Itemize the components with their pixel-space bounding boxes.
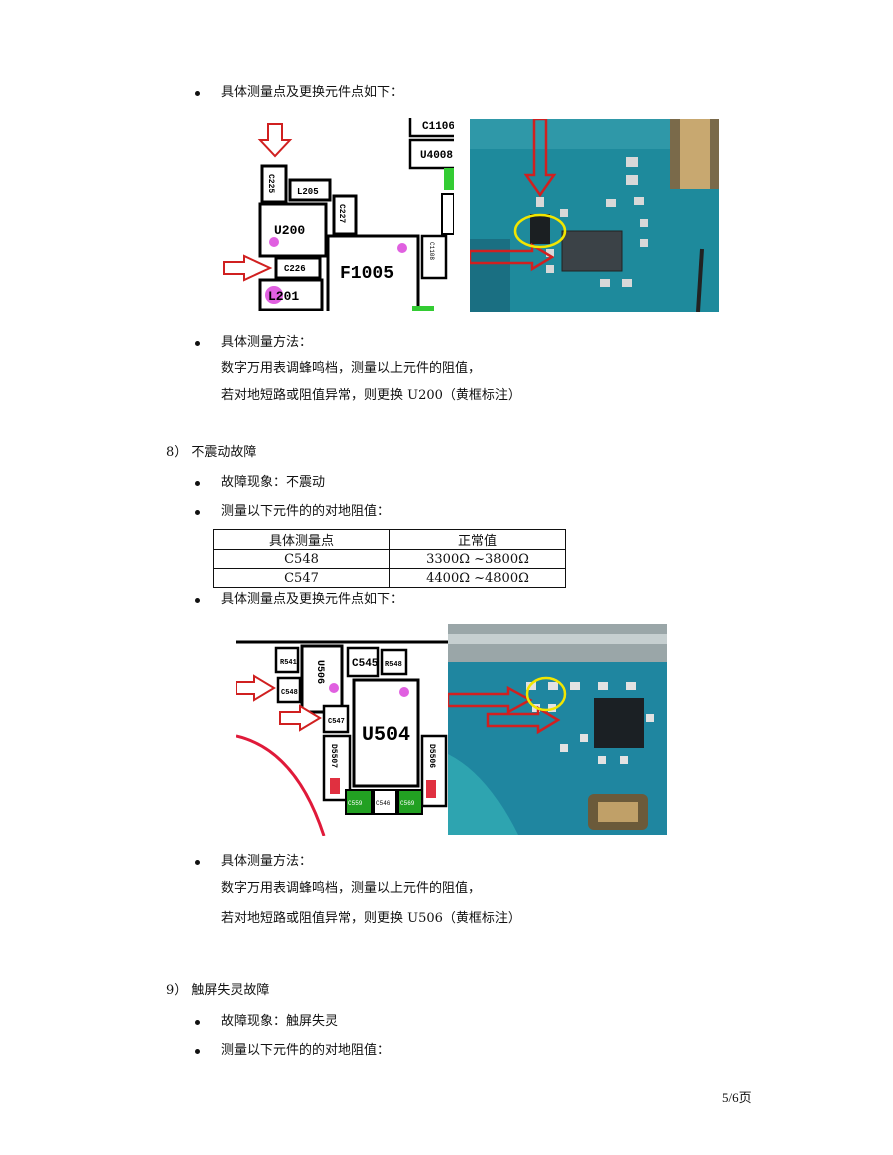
table-row: C547 4400Ω ~4800Ω (213, 568, 566, 588)
bullet (195, 860, 200, 865)
label-c225: C225 (266, 174, 275, 193)
arrow-down (257, 123, 293, 158)
symptom-9: 故障现象：触屏失灵 (221, 1014, 339, 1029)
measure-heading-8: 测量以下元件的的对地阻值： (221, 504, 391, 519)
bullet (195, 510, 200, 515)
comp-l205 (288, 178, 332, 202)
measure-heading-9: 测量以下元件的的对地阻值： (221, 1043, 391, 1058)
bullet (195, 598, 200, 603)
bullet (195, 1049, 200, 1054)
table-cell: C547 (213, 568, 390, 588)
photo-arrow-down (523, 119, 557, 198)
label-l205: L205 (297, 187, 319, 197)
table-row: C548 3300Ω ~3800Ω (213, 549, 566, 569)
section-9-title: 9） 触屏失灵故障 (166, 983, 270, 998)
label-r548: R548 (385, 661, 402, 669)
comp-u200 (258, 202, 328, 258)
photo-arrow-right (486, 705, 561, 735)
label-c1106: C1106 (422, 121, 454, 133)
label-d5506: D5506 (427, 744, 436, 768)
label-c545: C545 (352, 658, 379, 670)
label-l201: L201 (268, 289, 299, 304)
label-u506: U506 (314, 660, 325, 684)
comp-u4008 (408, 138, 454, 170)
symptom-8: 故障现象：不震动 (221, 475, 326, 490)
parts-heading-8: 具体测量点及更换元件点如下： (221, 592, 404, 607)
method-line-1-8: 数字万用表调蜂鸣档，测量以上元件的阻值， (221, 881, 482, 896)
label-d5507: D5507 (329, 744, 338, 768)
schematic-figure-1: C1106 U4008 C225 L205 C227 U200 F1005 C1… (222, 118, 454, 311)
parts-heading: 具体测量点及更换元件点如下： (221, 85, 404, 100)
table-cell: 3300Ω ~3800Ω (389, 549, 566, 569)
bullet (195, 481, 200, 486)
method-heading: 具体测量方法： (221, 335, 313, 350)
highlight-circle (513, 213, 567, 249)
label-u504: U504 (362, 724, 410, 747)
label-c546: C546 (376, 800, 391, 807)
method-heading-8: 具体测量方法： (221, 854, 313, 869)
comp-c225 (260, 164, 288, 204)
comp-c1108 (420, 234, 448, 280)
schematic-figure-2: R541 U506 C545 R548 C548 U504 C547 D5507… (236, 640, 448, 836)
table-cell: 4400Ω ~4800Ω (389, 568, 566, 588)
section-8-title: 8） 不震动故障 (166, 445, 257, 460)
arrow-right (223, 254, 273, 282)
pcb-photo-1 (470, 119, 719, 312)
label-c569: C569 (400, 800, 415, 807)
label-c547: C547 (328, 718, 345, 726)
method-line-2-8: 若对地短路或阻值异常，则更换 U506（黄框标注） (221, 911, 521, 926)
resistance-table: 具体测量点 正常值 C548 3300Ω ~3800Ω C547 4400Ω ~… (213, 529, 566, 588)
table-header: 正常值 (389, 529, 566, 550)
bullet (195, 91, 200, 96)
label-c559: C559 (348, 800, 363, 807)
page-number: 5/6页 (722, 1090, 752, 1105)
table-header-row: 具体测量点 正常值 (213, 529, 566, 550)
table-cell: C548 (213, 549, 390, 569)
comp-c1106 (408, 118, 454, 138)
method-line-2: 若对地短路或阻值异常，则更换 U200（黄框标注） (221, 388, 521, 403)
table-header: 具体测量点 (213, 529, 390, 550)
label-u200: U200 (274, 223, 305, 238)
comp-c227 (332, 194, 358, 236)
label-f1005: F1005 (340, 264, 394, 284)
comp-c226 (274, 256, 322, 280)
label-c548: C548 (281, 689, 298, 697)
label-c1108: C1108 (428, 242, 435, 260)
label-u4008: U4008 (420, 150, 453, 162)
method-line-1: 数字万用表调蜂鸣档，测量以上元件的阻值， (221, 361, 482, 376)
label-c226: C226 (284, 264, 306, 274)
photo-arrow-right (470, 242, 555, 272)
highlight-circle (525, 676, 567, 712)
photo-arrow-right (448, 685, 533, 715)
pcb-photo-2 (448, 624, 667, 835)
label-c227: C227 (337, 204, 346, 223)
label-r541: R541 (280, 659, 297, 667)
bullet (195, 1020, 200, 1025)
bullet (195, 341, 200, 346)
